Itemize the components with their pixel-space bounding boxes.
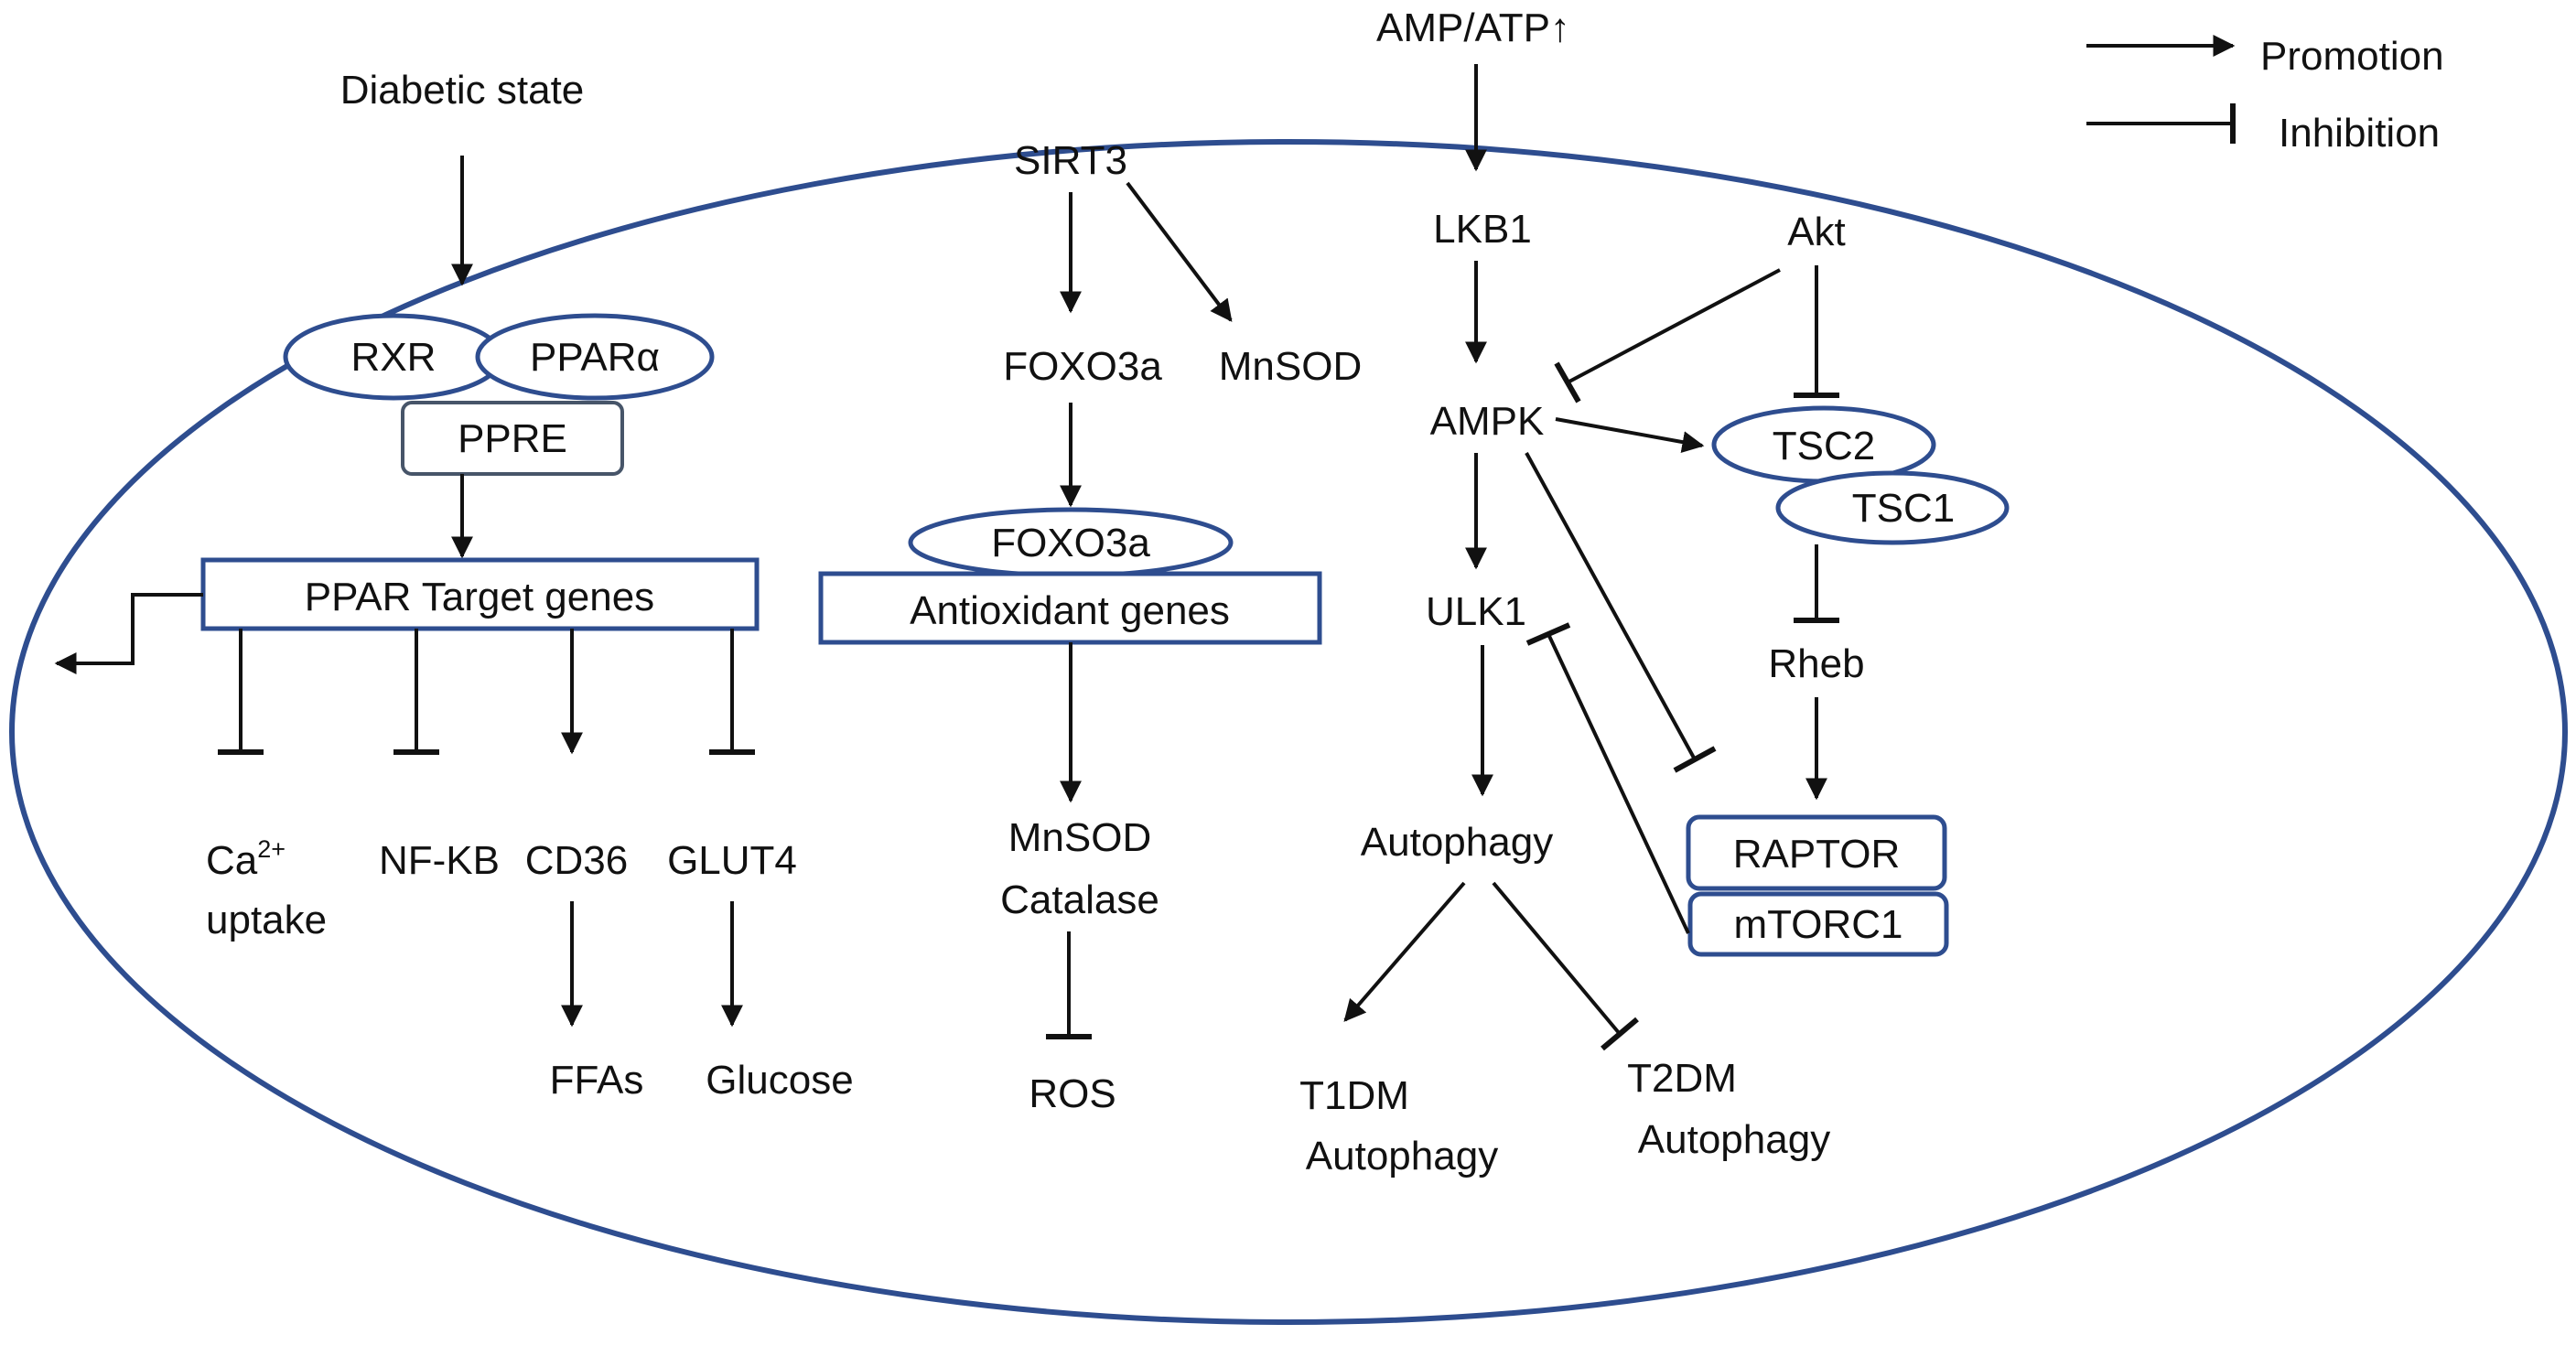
cell-membrane xyxy=(9,139,2568,1325)
ampk-label: AMPK xyxy=(1430,399,1545,444)
sirt3-label: SIRT3 xyxy=(1014,138,1127,183)
antioxidant-genes-label: Antioxidant genes xyxy=(910,588,1230,633)
mtorc1-to-ulk1-bar xyxy=(1525,622,1571,646)
raptor-label: RAPTOR xyxy=(1733,832,1901,877)
mnsod-label: MnSOD xyxy=(1219,344,1362,389)
nfkb-label: NF-KB xyxy=(379,838,500,883)
ca-superscript: 2+ xyxy=(257,835,286,863)
legend-inhibition-label: Inhibition xyxy=(2279,111,2440,156)
mtorc1-box xyxy=(1687,891,1949,957)
mtorc1-label: mTORC1 xyxy=(1734,902,1903,947)
cd36-label: CD36 xyxy=(525,838,629,883)
tsc1-node xyxy=(1775,470,2010,545)
ampk-to-tsc2-arrow xyxy=(1555,417,1705,453)
ros-label: ROS xyxy=(1029,1071,1116,1116)
foxo3a-label: FOXO3a xyxy=(1003,344,1162,389)
t2dm-autophagy-label: Autophagy xyxy=(1638,1117,1830,1162)
amp-atp-label: AMP/ATP↑ xyxy=(1376,5,1570,50)
autophagy-to-t2dm-inhibit xyxy=(1492,881,1622,1036)
autophagy-to-t1dm-arrow xyxy=(1343,881,1466,1022)
catalase-label: Catalase xyxy=(1000,877,1159,922)
ppar-alpha-node xyxy=(475,313,715,401)
raptor-box xyxy=(1686,814,1947,891)
lkb1-label: LKB1 xyxy=(1433,207,1532,252)
rxr-label: RXR xyxy=(351,335,437,380)
rheb-label: Rheb xyxy=(1768,641,1864,686)
foxo3a-bound-label: FOXO3a xyxy=(991,521,1150,565)
glucose-label: Glucose xyxy=(706,1058,853,1103)
t1dm-label: T1DM xyxy=(1299,1073,1409,1118)
legend-promotion-label: Promotion xyxy=(2260,34,2444,79)
ppar-alpha-label: PPARα xyxy=(530,335,660,380)
ulk1-label: ULK1 xyxy=(1426,589,1526,634)
ppar-output-elbow-arrow xyxy=(54,593,203,674)
ppar-target-genes-label: PPAR Target genes xyxy=(305,575,654,619)
akt-to-ampk-bar xyxy=(1554,361,1581,404)
legend: Promotion Inhibition xyxy=(2086,34,2444,156)
ampk-to-mtorc1-bar xyxy=(1673,746,1717,773)
mnsod-out-label: MnSOD xyxy=(1008,815,1151,860)
sirt3-to-mnsod-arrow xyxy=(1126,181,1233,322)
diabetic-state-label: Diabetic state xyxy=(340,68,585,113)
akt-label: Akt xyxy=(1787,210,1846,254)
ppar-target-genes-box xyxy=(200,557,760,631)
autophagy-to-t2dm-bar xyxy=(1601,1017,1639,1051)
ppre-label: PPRE xyxy=(458,416,567,461)
ppre-node xyxy=(401,401,624,476)
ca-label: Ca2+ xyxy=(206,835,286,883)
ampk-to-mtorc1-inhibit xyxy=(1525,452,1697,760)
ffas-label: FFAs xyxy=(550,1058,644,1103)
autophagy-label: Autophagy xyxy=(1361,820,1553,865)
ca-uptake-label: uptake xyxy=(206,898,327,942)
mtorc1-to-ulk1-inhibit xyxy=(1547,633,1690,934)
glut4-label: GLUT4 xyxy=(667,838,797,883)
tsc2-label: TSC2 xyxy=(1773,424,1875,468)
ca-base: Ca xyxy=(206,838,258,883)
t2dm-label: T2DM xyxy=(1627,1056,1737,1101)
t1dm-autophagy-label: Autophagy xyxy=(1306,1134,1498,1178)
tsc1-label: TSC1 xyxy=(1852,486,1955,531)
akt-to-ampk-inhibit xyxy=(1567,268,1781,384)
